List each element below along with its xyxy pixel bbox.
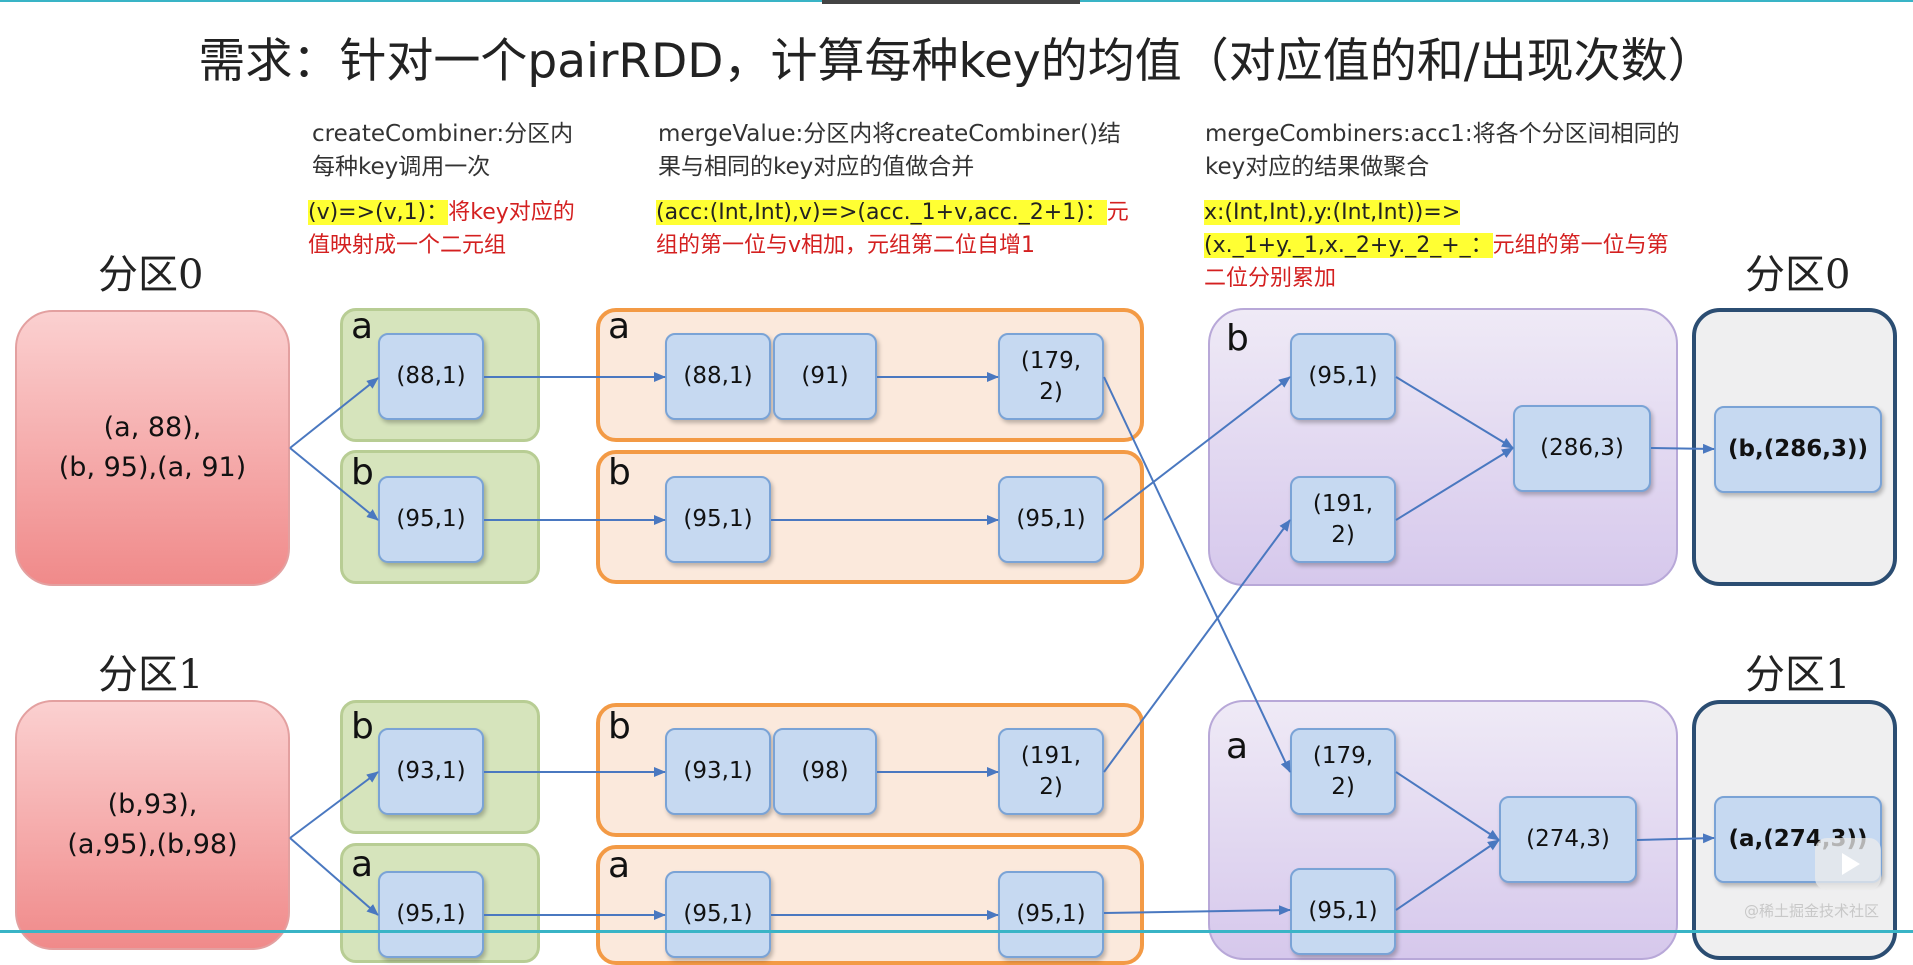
create-combiner-desc: createCombiner:分区内每种key调用一次 [312,121,574,180]
merge-value-node-a-88: (88,1) [665,333,771,420]
merge-value-node-a-179: (179, 2) [998,333,1104,420]
arrow-v3c-to-mb2 [1103,519,1291,773]
merge-value-node-b-95-result: (95,1) [998,476,1104,563]
arrow-mb3-to-r1 [1650,443,1715,454]
partition-1-data-text: (b,93), (a,95),(b,98) [67,789,238,860]
merge-combiners-group-a-label: a [1226,726,1249,767]
arrow-mb2-to-mb3 [1395,447,1514,521]
arrow-v1c-to-ma1 [1103,376,1291,773]
page-title: 需求：针对一个pairRDD，计算每种key的均值（对应值的和/出现次数） [198,34,1715,89]
create-node-b-93: (93,1) [378,728,484,815]
partition-0-data-text: (a, 88), (b, 95),(a, 91) [58,412,247,483]
merge-value-code: (acc:(Int,Int),v)=>(acc._1+v,acc._2+1)： [656,200,1107,225]
merge-value-node-b-95: (95,1) [665,476,771,563]
merge-value-node-b-191: (191, 2) [998,728,1104,815]
play-icon[interactable] [1815,838,1881,890]
merge-combiners-node-a-274: (274,3) [1499,796,1637,883]
arrow-mb1-to-mb3 [1395,376,1514,449]
merge-value-node-a-91: (91) [773,333,877,420]
watermark: @稀土掘金技术社区 [1743,902,1879,920]
create-group-p1-a-label: a [351,844,374,885]
arrow-p1-to-a [289,837,379,916]
merge-value-code-block: (acc:(Int,Int),v)=>(acc._1+v,acc._2+1)：元… [656,196,1132,262]
merge-combiners-node-b-286: (286,3) [1513,405,1651,492]
arrow-p1-to-b [289,771,379,839]
create-group-p1-b-label: b [351,706,374,747]
output-partition-0-label: 分区0 [1745,252,1851,298]
partition-0-data: (a, 88), (b, 95),(a, 91) [15,310,290,586]
arrow-v4c-to-ma2 [1103,905,1291,916]
arrow-v2c-to-mb1 [1103,376,1291,521]
arrow-ma3-to-r2 [1636,833,1715,844]
merge-value-node-b-98: (98) [773,728,877,815]
window-bottom-edge [0,930,1913,933]
create-combiner-code-block: (v)=>(v,1)：将key对应的值映射成一个二元组 [308,196,590,262]
merge-combiners-node-b-95: (95,1) [1290,333,1396,420]
merge-combiners-note: 元组的第一位与第二位分别累加 [1204,233,1669,291]
arrows-layer [289,372,1715,920]
merge-combiners-group-b-label: b [1226,318,1249,359]
merge-value-note: 元组的第一位与v相加，元组第二位自增1 [656,200,1129,258]
merge-combiners-desc: mergeCombiners:acc1:将各个分区间相同的key对应的结果做聚合 [1205,121,1680,180]
arrow-p0-to-a [289,377,379,449]
merge-value-node-b-93: (93,1) [665,728,771,815]
output-partition-1-label: 分区1 [1745,652,1851,698]
create-group-p0-b-label: b [351,452,374,493]
create-combiner-code: (v)=>(v,1)： [308,200,449,225]
partition-0-label: 分区0 [98,252,204,298]
video-top-bar [822,0,1080,4]
arrow-ma1-to-ma3 [1395,771,1500,841]
arrow-p0-to-b [289,447,379,521]
merge-value-group-p1-b-label: b [608,706,631,747]
merge-value-group-p0-b-label: b [608,452,631,493]
merge-combiners-node-a-179: (179, 2) [1290,728,1396,815]
partition-1-data: (b,93), (a,95),(b,98) [15,700,290,950]
merge-value-group-p0-a-label: a [608,306,631,347]
merge-combiners-node-b-191: (191, 2) [1290,476,1396,563]
create-node-a-88: (88,1) [378,333,484,420]
create-group-p0-a-label: a [351,306,374,347]
merge-value-desc: mergeValue:分区内将createCombiner()结果与相同的key… [658,121,1121,180]
create-combiner-note: 将key对应的值映射成一个二元组 [308,200,575,258]
merge-combiners-code-block: x:(Int,Int),y:(Int,Int))=>(x._1+y._1,x._… [1204,196,1686,295]
result-node-b: (b,(286,3)) [1714,406,1882,493]
arrow-ma2-to-ma3 [1395,839,1500,911]
partition-1-label: 分区1 [98,652,204,698]
create-node-b-95: (95,1) [378,476,484,563]
merge-value-group-p1-a-label: a [608,845,631,886]
